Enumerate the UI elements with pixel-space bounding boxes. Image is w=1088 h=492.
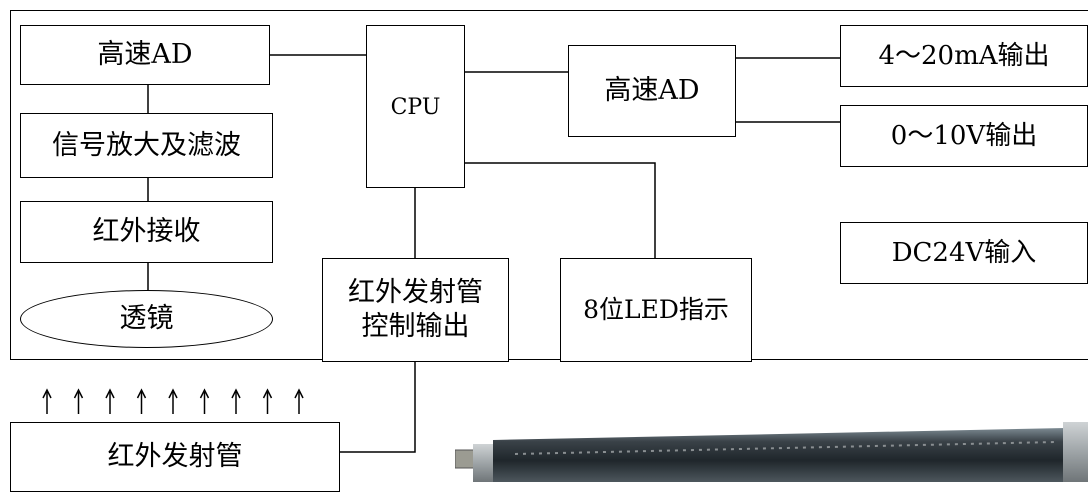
wire-cpu-led — [465, 162, 656, 258]
block-led-display: 8位LED指示 — [560, 258, 752, 362]
device-enclosure — [10, 10, 1088, 360]
block-amp-filter: 信号放大及滤波 — [20, 113, 273, 178]
emission-arrow — [199, 388, 210, 414]
block-ir-control-output: 红外发射管 控制输出 — [322, 258, 509, 362]
emission-arrow — [168, 388, 178, 414]
emission-arrow — [105, 388, 115, 414]
emission-arrows — [42, 388, 304, 414]
connection-lines — [42, 54, 840, 453]
block-ir-receive: 红外接收 — [20, 201, 273, 263]
block-output-current: 4～20mA输出 — [840, 25, 1088, 87]
ir-control-line2: 控制输出 — [361, 311, 470, 342]
wire-irctrl-emitter — [340, 362, 416, 453]
block-ir-emitter: 红外发射管 — [10, 422, 340, 492]
emission-arrow — [294, 388, 304, 414]
emission-arrow — [231, 388, 241, 414]
block-adc-left: 高速AD — [20, 25, 270, 85]
block-power-input: DC24V输入 — [840, 222, 1088, 284]
emission-arrow — [262, 388, 273, 414]
emitter-tube-photo — [455, 422, 1088, 482]
block-lens: 透镜 — [20, 290, 273, 348]
block-output-voltage: 0～10V输出 — [840, 105, 1088, 167]
emission-arrow — [136, 388, 147, 414]
block-adc-right: 高速AD — [568, 45, 736, 137]
emission-arrow — [42, 388, 52, 414]
ir-control-line1: 红外发射管 — [348, 277, 483, 309]
block-cpu: CPU — [366, 25, 465, 188]
emission-arrow — [73, 388, 84, 414]
